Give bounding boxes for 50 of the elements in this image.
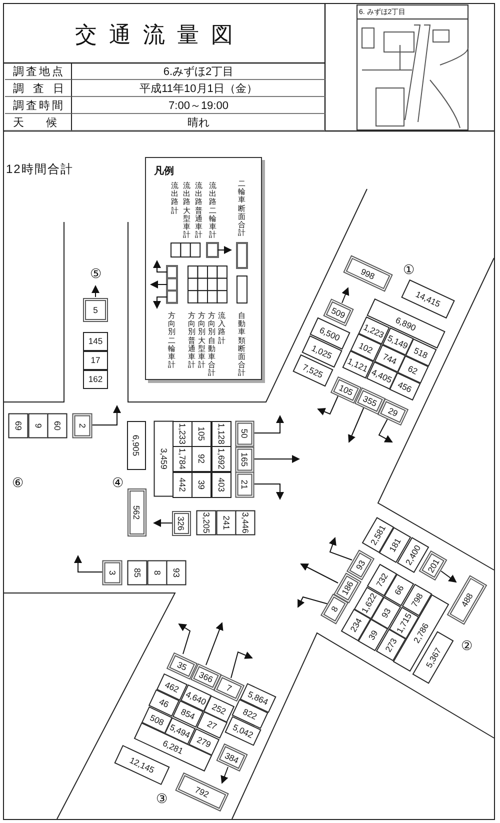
field-label: 天候 <box>5 114 72 131</box>
double-count-box: 3 <box>102 560 122 585</box>
count-box: 3,205 <box>196 510 216 536</box>
double-count-box: 2 <box>72 413 92 438</box>
approach-number: ② <box>460 637 474 653</box>
count-box: 9 <box>28 413 48 438</box>
count-box: 6,905 <box>127 421 146 470</box>
double-count-box: 5 <box>83 298 108 322</box>
diagram-title: 交通流量図 <box>74 21 246 49</box>
field-value: 6.みずほ2丁目 <box>72 63 325 80</box>
field-label: 調査日 <box>5 80 72 97</box>
count-box: 3,459 <box>154 421 174 497</box>
count-box: 1,233 <box>172 420 192 446</box>
count-box: 39 <box>192 472 212 498</box>
count-box: 85 <box>128 560 148 585</box>
count-box: 17 <box>83 350 108 370</box>
double-count-box: 21 <box>236 472 254 498</box>
double-count-box: 998 <box>343 254 393 292</box>
count-box: 1,784 <box>172 446 192 472</box>
approach-number: ① <box>402 261 416 277</box>
double-count-box: 326 <box>172 510 191 536</box>
double-count-box: 562 <box>127 488 146 536</box>
count-box: 145 <box>83 332 108 350</box>
count-box: 1,692 <box>212 446 232 472</box>
double-count-box: 792 <box>175 772 229 812</box>
field-value: 7:00～19:00 <box>72 97 325 114</box>
approach-number: ⑥ <box>11 474 25 490</box>
field-label: 調査時間 <box>5 97 72 114</box>
double-count-box: 165 <box>236 446 254 472</box>
approach-number: ④ <box>111 474 125 490</box>
count-box: 105 <box>192 420 212 446</box>
approach-number: ⑤ <box>89 265 103 281</box>
count-box: 69 <box>8 413 28 438</box>
count-box: 3,446 <box>236 510 256 536</box>
count-box: 8 <box>147 560 167 585</box>
count-box: 1,128 <box>212 420 232 446</box>
approach-number: ③ <box>155 790 169 806</box>
count-box: 92 <box>192 446 212 472</box>
field-label: 調査地点 <box>5 63 72 80</box>
count-box: 93 <box>166 560 186 585</box>
count-box: 162 <box>83 370 108 388</box>
count-box: 403 <box>212 472 232 498</box>
section-heading: 12時間合計 <box>6 162 74 176</box>
legend-heading: 凡例 <box>153 164 175 178</box>
double-count-box: 50 <box>236 420 254 446</box>
field-value: 晴れ <box>72 114 325 131</box>
field-value: 平成11年10月1日（金） <box>72 80 325 97</box>
count-box: 60 <box>48 413 68 438</box>
count-box: 241 <box>216 510 236 536</box>
count-box: 442 <box>172 472 192 498</box>
